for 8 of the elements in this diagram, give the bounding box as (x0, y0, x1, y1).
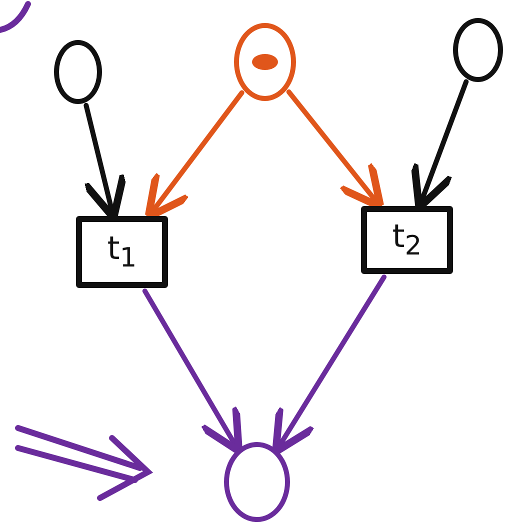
place-circle (453, 18, 503, 82)
transition-label: t$_{1}$ (107, 232, 137, 272)
transition-box (76, 216, 168, 288)
place-circle (234, 23, 296, 101)
arrow (272, 274, 387, 456)
transition-label: t$_{2}$ (392, 220, 422, 260)
transition-box (361, 206, 453, 274)
place-circle (224, 442, 290, 522)
